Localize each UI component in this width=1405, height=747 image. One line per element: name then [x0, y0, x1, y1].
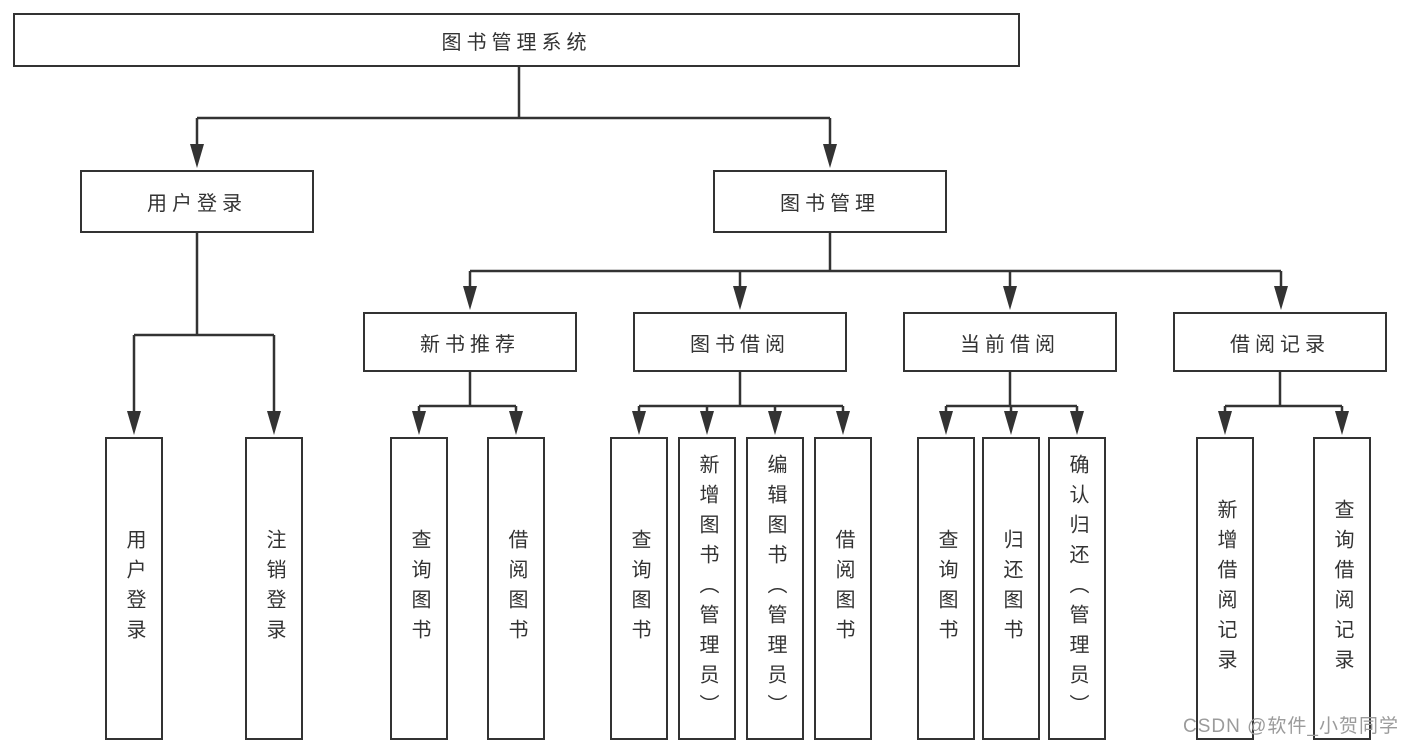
connector-root-branch — [195, 67, 832, 146]
node-label: 用户登录 — [123, 528, 145, 649]
arrowhead-icon — [768, 411, 782, 435]
connector-new-book-branch — [417, 372, 518, 413]
arrowhead-icon — [1070, 411, 1084, 435]
arrowhead-icon — [836, 411, 850, 435]
node-label: 借阅记录 — [1230, 333, 1330, 356]
connector-lines — [132, 67, 1344, 413]
node-current-borrowing: 当前借阅 — [903, 312, 1117, 372]
leaf-add-borrow-record: 新增借阅记录 — [1196, 437, 1254, 740]
arrowhead-icon — [412, 411, 426, 435]
arrowhead-icon — [190, 144, 204, 168]
arrowhead-icon — [733, 286, 747, 310]
node-label: 查询图书 — [408, 528, 430, 649]
arrowheads — [127, 144, 1349, 435]
watermark: CSDN @软件_小贺同学 — [1183, 716, 1399, 737]
leaf-logout: 注销登录 — [245, 437, 303, 740]
leaf-add-book-admin: 新增图书（管理员） — [678, 437, 736, 740]
connector-book-borrowing-branch — [637, 372, 845, 413]
node-label: 借阅图书 — [505, 528, 527, 649]
node-borrowing-records: 借阅记录 — [1173, 312, 1387, 372]
node-label: 图书借阅 — [690, 333, 790, 356]
node-new-book-recommend: 新书推荐 — [363, 312, 577, 372]
node-label: 查询图书 — [628, 528, 650, 649]
node-label: 图书管理 — [780, 193, 880, 215]
node-label: 新增图书（管理员） — [696, 453, 718, 724]
node-label: 确认归还（管理员） — [1066, 453, 1088, 724]
arrowhead-icon — [1274, 286, 1288, 310]
arrowhead-icon — [939, 411, 953, 435]
leaf-query-books-borrowing: 查询图书 — [610, 437, 668, 740]
arrowhead-icon — [463, 286, 477, 310]
leaf-query-books-recommend: 查询图书 — [390, 437, 448, 740]
connector-user-login-branch — [132, 233, 276, 413]
node-label: 当前借阅 — [960, 333, 1060, 356]
arrowhead-icon — [1003, 286, 1017, 310]
node-user-login: 用户登录 — [80, 170, 314, 233]
connector-book-management-branch — [468, 233, 1283, 288]
arrowhead-icon — [1218, 411, 1232, 435]
node-label: 查询图书 — [935, 528, 957, 649]
node-book-borrowing: 图书借阅 — [633, 312, 847, 372]
leaf-confirm-return-admin: 确认归还（管理员） — [1048, 437, 1106, 740]
arrowhead-icon — [823, 144, 837, 168]
arrowhead-icon — [127, 411, 141, 435]
node-label: 新增借阅记录 — [1214, 498, 1236, 679]
leaf-edit-book-admin: 编辑图书（管理员） — [746, 437, 804, 740]
arrowhead-icon — [1004, 411, 1018, 435]
node-label: 归还图书 — [1000, 528, 1022, 649]
node-label: 借阅图书 — [832, 528, 854, 649]
connector-borrowing-records-branch — [1223, 372, 1344, 413]
leaf-borrow-books-recommend: 借阅图书 — [487, 437, 545, 740]
node-label: 注销登录 — [263, 528, 285, 649]
arrowhead-icon — [1335, 411, 1349, 435]
arrowhead-icon — [267, 411, 281, 435]
arrowhead-icon — [700, 411, 714, 435]
node-label: 图书管理系统 — [441, 31, 592, 54]
leaf-query-books-current: 查询图书 — [917, 437, 975, 740]
node-label: 编辑图书（管理员） — [764, 453, 786, 724]
leaf-user-login: 用户登录 — [105, 437, 163, 740]
leaf-return-books: 归还图书 — [982, 437, 1040, 740]
node-label: 用户登录 — [147, 193, 247, 215]
node-book-management: 图书管理 — [713, 170, 947, 233]
node-label: 新书推荐 — [420, 333, 520, 356]
leaf-borrow-books-borrowing: 借阅图书 — [814, 437, 872, 740]
node-label: 查询借阅记录 — [1331, 498, 1353, 679]
arrowhead-icon — [509, 411, 523, 435]
arrowhead-icon — [632, 411, 646, 435]
node-library-management-system: 图书管理系统 — [13, 13, 1020, 67]
leaf-query-borrow-record: 查询借阅记录 — [1313, 437, 1371, 740]
connector-current-borrowing-branch — [944, 372, 1079, 413]
